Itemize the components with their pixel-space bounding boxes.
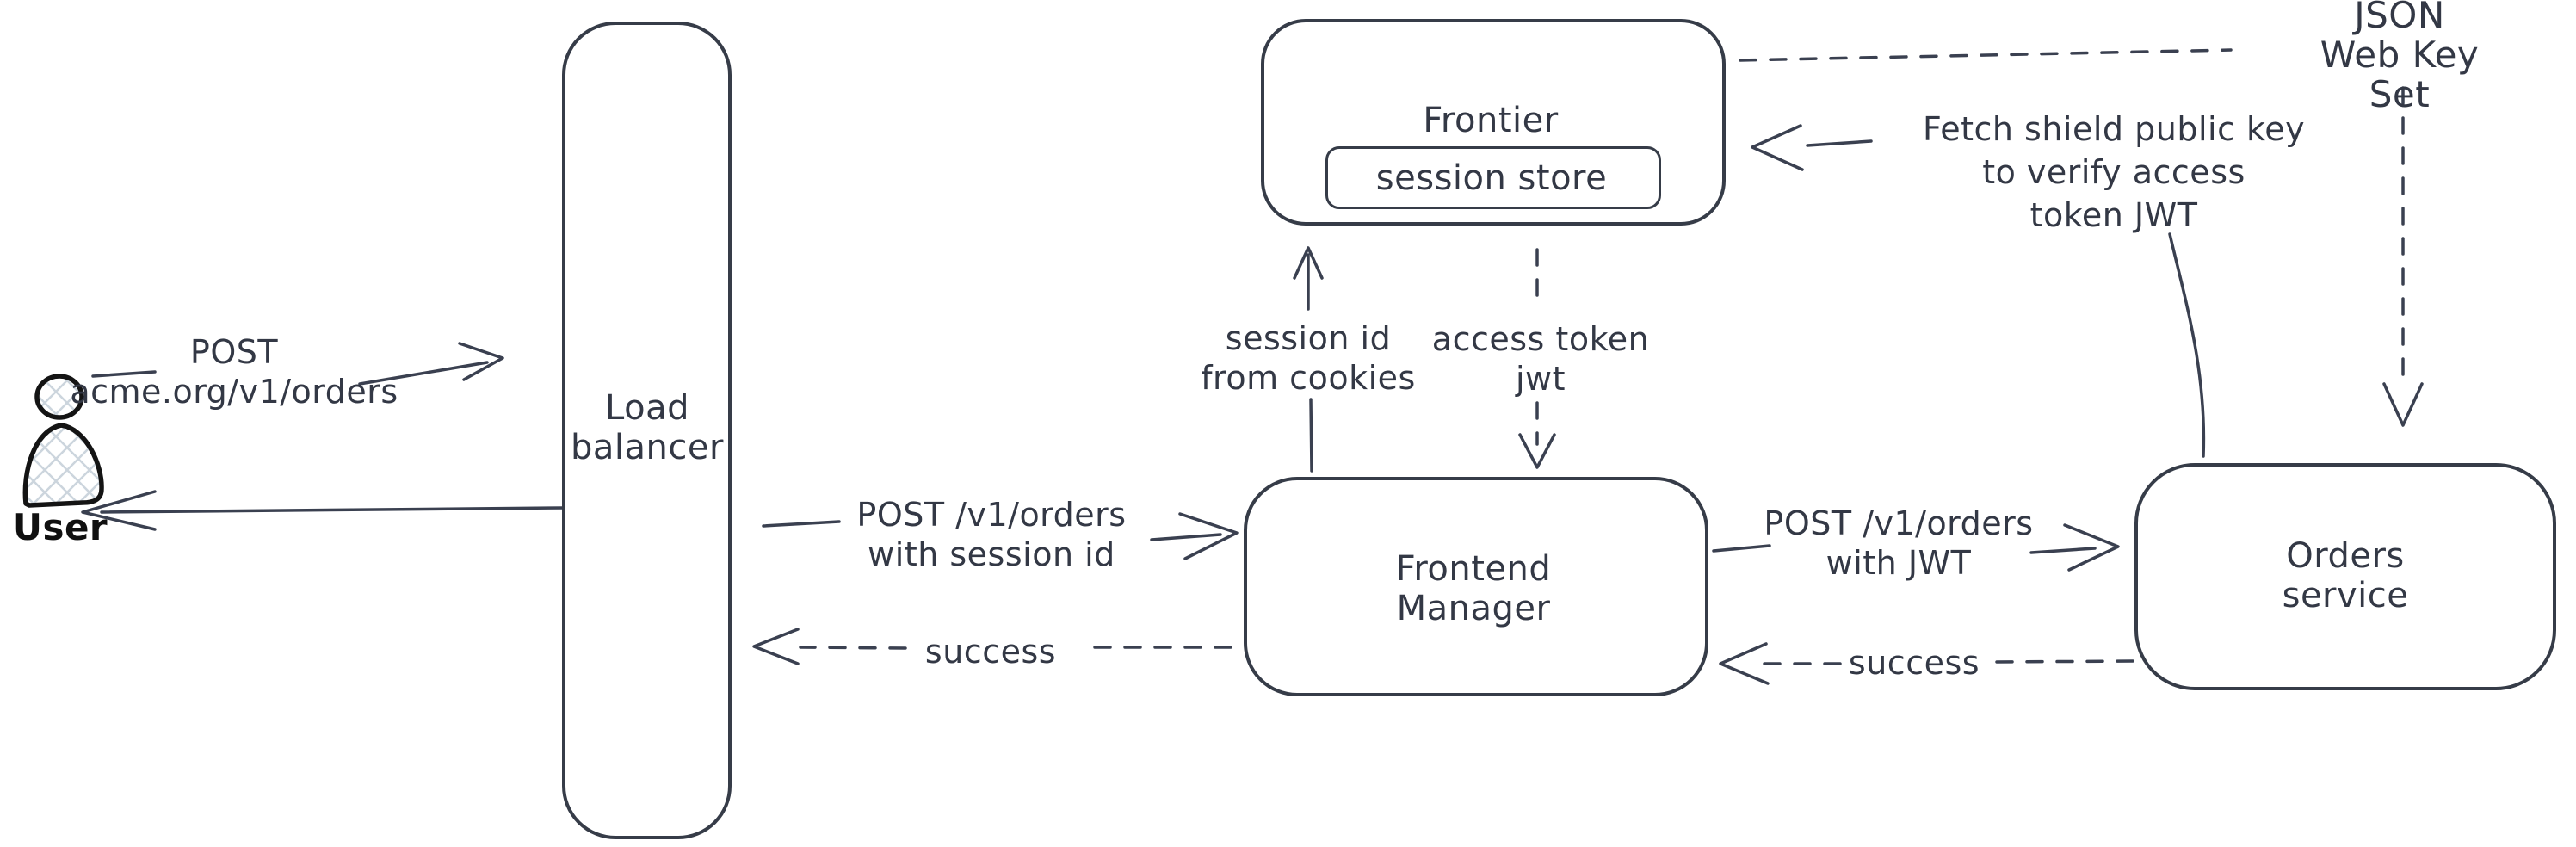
edge-user-to-lb [91, 342, 504, 386]
edge-label-fetch-public-key: Fetch shield public key to verify access… [1922, 110, 2306, 234]
edge-fm-to-orders [1712, 523, 2120, 572]
user-icon [22, 374, 104, 508]
edge-label-access-token-jwt: access token jwt [1431, 320, 1650, 398]
node-session-store [1325, 146, 1661, 209]
session-store-label: session store [1375, 158, 1608, 198]
arrowhead-left [81, 490, 157, 531]
arrowhead-right [2063, 523, 2120, 572]
edge-label-post-with-jwt: POST /v1/orders with JWT [1764, 504, 2034, 582]
arrowhead-left [1719, 642, 1770, 685]
arrowhead-left [752, 628, 800, 665]
edge-fm-to-lb-success [752, 628, 1232, 665]
node-load-balancer [562, 22, 732, 839]
node-orders-service [2134, 463, 2556, 690]
edge-label-post-acme-orders: POST acme.org/v1/orders [70, 333, 398, 411]
edge-label-success-lb: success [924, 633, 1057, 671]
edge-label-post-session-id: POST /v1/orders with session id [856, 496, 1127, 573]
edge-lb-to-user [81, 490, 565, 531]
user-label: User [12, 506, 108, 548]
edge-orders-to-fm-success [1719, 642, 2134, 685]
edge-orders-to-frontier [1751, 124, 2206, 458]
arrowhead-right [458, 342, 504, 381]
orders-service-label: Orders service [2282, 536, 2409, 615]
arrowhead-left [1751, 124, 1804, 171]
frontier-label: Frontier [1423, 101, 1559, 140]
edge-fm-to-frontier [1293, 246, 1324, 473]
arrowhead-right [1178, 512, 1239, 560]
edge-frontier-to-jwks [1739, 48, 2424, 427]
arrowhead-up [1293, 246, 1324, 280]
edge-label-success-fm: success [1848, 644, 1980, 682]
node-frontend-manager [1244, 477, 1708, 696]
arrowhead-down [1518, 433, 1556, 469]
user-head [34, 374, 84, 420]
edge-lb-to-fm [762, 512, 1239, 560]
edge-frontier-to-fm [1518, 248, 1556, 469]
edge-label-json-web-key-set: JSON Web Key Set [2320, 0, 2480, 115]
arrowhead-down [2382, 382, 2424, 427]
load-balancer-label: Load balancer [571, 388, 724, 467]
user-body [22, 423, 104, 508]
frontend-manager-label: Frontend Manager [1395, 549, 1552, 628]
edge-label-session-id-cookies: session id from cookies [1201, 319, 1416, 397]
